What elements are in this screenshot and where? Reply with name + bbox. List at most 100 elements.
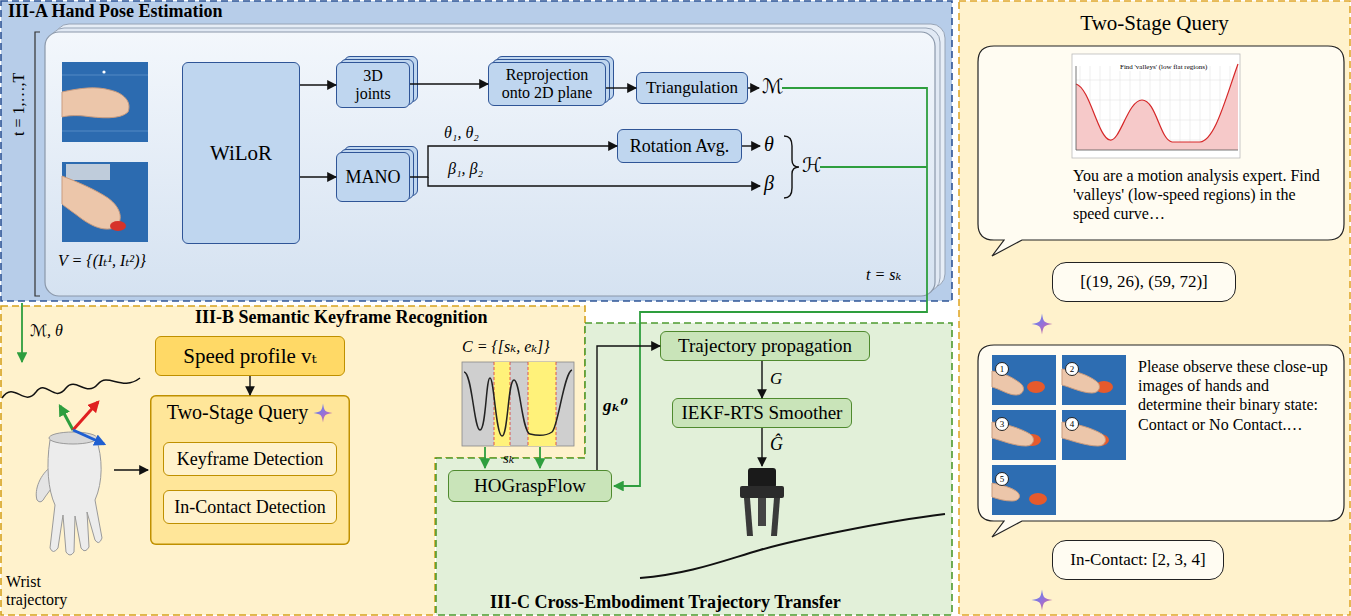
label-holder: θ₁, θ₂ — [444, 124, 479, 142]
math-symbol: ℳ — [762, 75, 783, 98]
svg-part — [744, 498, 753, 536]
process-box: Rotation Avg. — [617, 129, 742, 163]
svg-part — [992, 465, 1056, 515]
svg-part — [1076, 66, 1238, 150]
svg-part — [992, 465, 1056, 515]
group-box: Two-Stage QueryKeyframe DetectionIn-Cont… — [150, 395, 350, 545]
label-holder: ℳ, θ — [30, 322, 63, 340]
svg-part — [1076, 66, 1238, 150]
callout-number: 5 — [995, 472, 1009, 486]
svg-part — [62, 176, 120, 229]
label-holder: 1 — [995, 358, 1009, 376]
title-holder: III-C Cross-Embodiment Trajectory Transf… — [490, 593, 841, 613]
label-holder: β₁, β₂ — [448, 160, 483, 178]
svg-part — [1029, 493, 1047, 505]
process-box: WiLoR — [182, 62, 300, 244]
text-holder: You are a motion analysis expert. Find '… — [1073, 166, 1326, 224]
svg-part — [35, 32, 40, 296]
gemini-icon — [313, 403, 333, 423]
label-holder: 4 — [1065, 413, 1079, 431]
svg-part — [1091, 434, 1109, 446]
svg-part — [49, 432, 97, 444]
process-box: Triangulation — [636, 72, 748, 104]
label-holder: θ — [764, 133, 774, 156]
bubble-shape — [978, 46, 1344, 256]
svg-part — [992, 371, 1023, 395]
process-box: MANO — [336, 152, 410, 202]
label-holder: ℋ — [802, 154, 822, 177]
math-symbol: θ — [764, 133, 774, 156]
box-label: Triangulation — [646, 78, 738, 98]
section-title: Two-Stage Query — [1080, 12, 1228, 35]
svg-part — [992, 410, 1056, 460]
svg-part — [2, 378, 140, 398]
process-box: Speed profile vₜ — [155, 336, 345, 376]
svg-part — [66, 164, 110, 180]
panel-shape — [1, 1, 952, 301]
box-label: In-Contact Detection — [174, 497, 325, 518]
box-label: Keyframe Detection — [177, 449, 323, 470]
index-label: t = 1,…,T — [10, 73, 28, 136]
svg-part — [73, 402, 98, 430]
bubble-text: Please observe these close-up images of … — [1138, 357, 1330, 434]
process-box: Trajectory propagation — [660, 331, 870, 361]
svg-part — [1062, 410, 1126, 460]
math-label: β₁, β₂ — [448, 160, 483, 178]
svg-part — [1072, 54, 1240, 158]
svg-part — [494, 362, 556, 446]
svg-part — [1062, 355, 1126, 405]
svg-part — [758, 498, 766, 526]
process-box: HOGraspFlow — [448, 470, 612, 502]
svg-part — [1032, 314, 1053, 335]
label-holder: V = {(Iₜ¹, Iₜ²)} — [58, 252, 146, 270]
panel-shape — [959, 1, 1350, 615]
callout-number: 4 — [1065, 417, 1079, 431]
section-panel: Two-Stage Query You are a motion analysi… — [958, 0, 1351, 616]
label-holder: ℳ — [762, 75, 783, 98]
svg-part — [992, 483, 1019, 501]
edge-label: θ₁, θ₂ — [444, 124, 479, 142]
label-holder: gₖ⁰ — [603, 396, 628, 416]
process-box: Keyframe Detection — [163, 442, 337, 476]
section-title: III-C Cross-Embodiment Trajectory Transf… — [490, 593, 841, 613]
label-holder: β — [764, 172, 774, 195]
math-label: sₖ — [503, 450, 514, 467]
label-holder: Wrist trajectory — [6, 573, 90, 610]
label-holder: sₖ — [503, 449, 514, 467]
svg-part — [36, 466, 56, 502]
group-title: Two-Stage Query — [167, 401, 308, 424]
bubble-text: You are a motion analysis expert. Find '… — [1073, 166, 1326, 224]
svg-part — [102, 70, 105, 73]
box-label: Reprojection onto 2D plane — [496, 66, 598, 103]
box-label: IEKF-RTS Smoother — [682, 402, 843, 424]
callout-number: 3 — [995, 417, 1009, 431]
gemini-star — [314, 403, 333, 422]
svg-part — [1027, 381, 1045, 393]
svg-part — [62, 162, 148, 242]
process-box: IEKF-RTS Smoother — [672, 398, 852, 428]
edge-label: G — [770, 369, 782, 389]
svg-part — [1032, 590, 1053, 611]
svg-part — [771, 498, 780, 536]
title-holder: III-B Semantic Keyframe Recognition — [195, 308, 487, 328]
box-label: Trajectory propagation — [678, 335, 852, 357]
text-holder: Please observe these close-up images of … — [1138, 357, 1330, 434]
label-holder: 5 — [995, 468, 1009, 486]
svg-part — [462, 362, 574, 446]
svg-part — [1062, 410, 1126, 460]
svg-part — [73, 430, 104, 444]
chart-title: Find 'valleys' (low flat regions) — [1118, 63, 1209, 71]
math-label: V = {(Iₜ¹, Iₜ²)} — [58, 252, 146, 270]
section-title: III-B Semantic Keyframe Recognition — [195, 308, 487, 328]
label-holder: 3 — [995, 413, 1009, 431]
math-symbol: ℋ — [802, 154, 822, 177]
panel-shape — [436, 323, 952, 615]
svg-part — [45, 32, 935, 296]
reply-bubble: In-Contact: [2, 3, 4] — [1052, 540, 1224, 580]
panel-outline — [435, 322, 953, 616]
svg-part — [110, 221, 126, 231]
label-holder: C = {[sₖ, eₖ]} — [462, 338, 550, 356]
callout-number: 2 — [1065, 362, 1079, 376]
callout-number: 1 — [995, 362, 1009, 376]
box-label: Speed profile vₜ — [183, 344, 316, 368]
